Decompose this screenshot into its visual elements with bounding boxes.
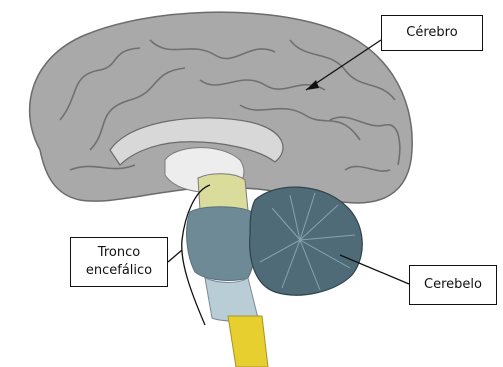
cerebelo-label-box: Cerebelo bbox=[409, 265, 497, 305]
pons bbox=[187, 207, 257, 281]
tronco-pointer bbox=[168, 250, 182, 262]
cerebro-label-box: Cérebro bbox=[381, 15, 483, 51]
medulla bbox=[205, 278, 258, 321]
spinal-cord bbox=[228, 316, 268, 367]
tronco-encefalico-label-box: Tronco encefálico bbox=[70, 237, 168, 287]
tronco-label-line2: encefálico bbox=[86, 262, 152, 280]
cerebellum bbox=[250, 187, 363, 295]
cerebro-label: Cérebro bbox=[406, 24, 457, 42]
cerebelo-label: Cerebelo bbox=[424, 276, 482, 294]
tronco-label-line1: Tronco bbox=[98, 244, 140, 262]
